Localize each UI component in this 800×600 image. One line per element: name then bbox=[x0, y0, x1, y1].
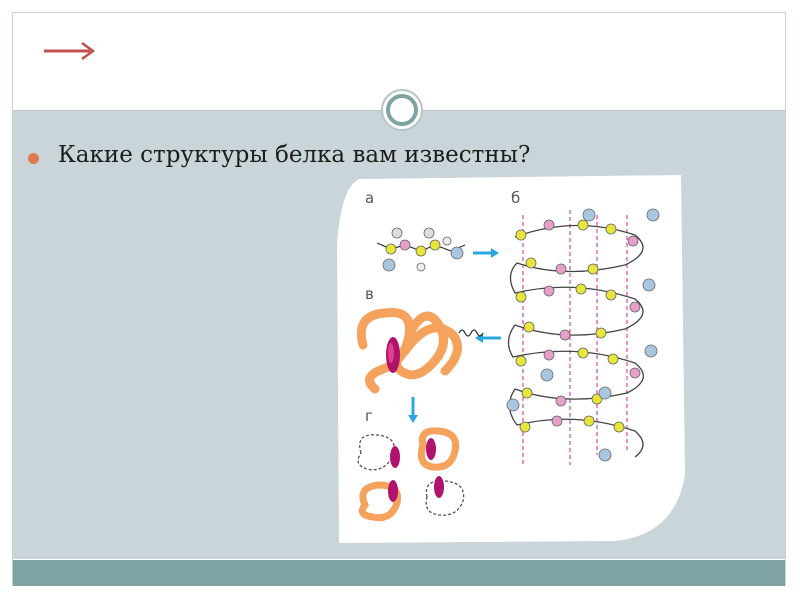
panel-label-a: а bbox=[365, 189, 374, 207]
secondary-structure-helix bbox=[506, 208, 660, 465]
bullet-marker bbox=[28, 153, 39, 164]
panel-label-b: б bbox=[511, 189, 520, 207]
ring-icon bbox=[381, 89, 423, 131]
arrow-a-to-b bbox=[473, 248, 499, 258]
quaternary-structure bbox=[357, 427, 465, 522]
panel-label-v: в bbox=[365, 285, 374, 303]
footer-band bbox=[13, 560, 785, 586]
right-arrow-icon bbox=[44, 41, 96, 61]
arrow-v-to-g bbox=[408, 397, 418, 423]
panel-label-g: г bbox=[365, 407, 373, 425]
question-text: Какие структуры белка вам известны? bbox=[58, 142, 531, 168]
protein-structure-figure: а б в г bbox=[337, 175, 685, 543]
tertiary-structure bbox=[356, 307, 484, 394]
primary-structure bbox=[376, 227, 466, 272]
